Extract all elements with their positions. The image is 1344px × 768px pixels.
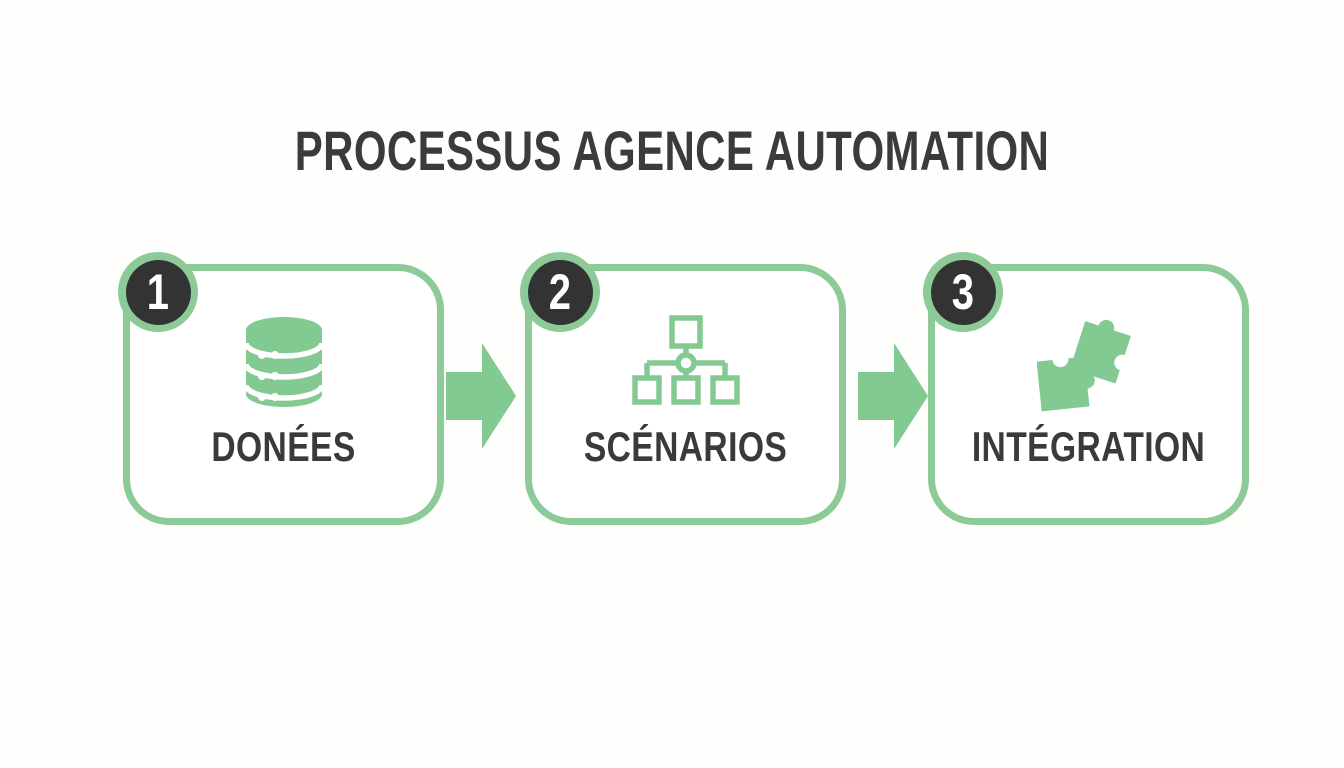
- step-box-integration: 3 INTÉGRATION: [923, 252, 1249, 525]
- step-2-badge-circle: 2: [527, 259, 593, 325]
- step-1-number: 1: [146, 264, 170, 320]
- step-2-icon-area: [532, 313, 839, 417]
- step-box-donees: 1 DONÉES: [118, 252, 444, 525]
- step-1-badge: 1: [118, 252, 198, 332]
- step-1-badge-circle: 1: [125, 259, 191, 325]
- step-2-badge: 2: [520, 252, 600, 332]
- arrow-right-icon: [446, 343, 516, 449]
- step-1-icon-area: [130, 313, 437, 417]
- step-3-icon-area: [935, 313, 1242, 417]
- step-3-label: INTÉGRATION: [971, 423, 1206, 470]
- step-2-number: 2: [548, 264, 572, 320]
- step-box-scenarios: 2 SCÉNARIOS: [520, 252, 846, 525]
- database-icon: [242, 314, 326, 417]
- page-title: PROCESSUS AGENCE AUTOMATION: [294, 119, 1050, 182]
- step-3-badge-circle: 3: [930, 259, 996, 325]
- step-1-label: DONÉES: [211, 423, 356, 470]
- step-3-badge: 3: [923, 252, 1003, 332]
- hierarchy-icon: [631, 314, 741, 416]
- step-3-number: 3: [951, 264, 975, 320]
- puzzle-icon: [1036, 311, 1141, 420]
- arrow-right-icon: [858, 343, 928, 449]
- step-2-label: SCÉNARIOS: [583, 423, 788, 470]
